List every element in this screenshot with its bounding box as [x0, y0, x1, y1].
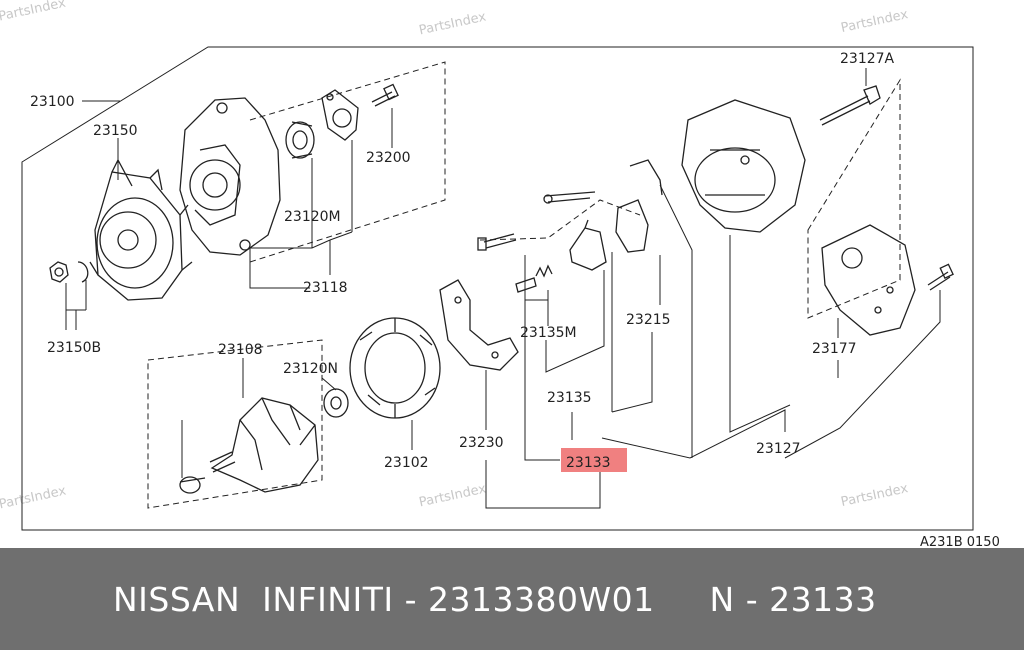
- front-screw-part: [371, 83, 399, 107]
- brush-spring-part: [515, 264, 553, 293]
- brush-screw-part: [477, 233, 517, 251]
- rear-cover-box: [807, 78, 901, 319]
- watermark-bottom-center: PartsIndex: [418, 482, 488, 511]
- watermark-top-center: PartsIndex: [418, 10, 488, 39]
- brush-holder-part: [569, 219, 607, 271]
- rotor-part: [179, 397, 319, 494]
- callout-23108: 23108: [218, 342, 263, 358]
- callout-23150B: 23150B: [47, 340, 101, 356]
- through-bolt-part: [819, 85, 881, 126]
- callout-23150: 23150: [93, 123, 138, 139]
- front-group-box: [249, 61, 446, 263]
- assembly-frame: [21, 46, 974, 531]
- callout-23135: 23135: [547, 390, 592, 406]
- bearing-retainer-part: [321, 89, 359, 141]
- callout-23177: 23177: [812, 341, 857, 357]
- part-number-caption: NISSAN INFINITI - 2313380W01 N - 23133: [113, 579, 877, 619]
- callout-23127A: 23127A: [840, 51, 895, 67]
- rectifier-part: [439, 279, 519, 371]
- pulley-fan-part: [89, 158, 193, 301]
- front-housing-part: [179, 97, 281, 256]
- callout-23230: 23230: [459, 435, 504, 451]
- callout-23215: 23215: [626, 312, 671, 328]
- callout-23100: 23100: [30, 94, 75, 110]
- terminal-part: [543, 191, 596, 204]
- callout-23120N: 23120N: [283, 361, 338, 377]
- callout-23102: 23102: [384, 455, 429, 471]
- alternator-exploded-diagram: PartsIndex PartsIndex PartsIndex PartsIn…: [0, 0, 1000, 548]
- cover-screw-part: [927, 263, 954, 291]
- front-bearing-part: [285, 121, 315, 159]
- brush-group-box: [479, 199, 641, 241]
- nut-washer-part: [49, 261, 89, 283]
- regulator-part: [615, 159, 663, 253]
- footer-bar: NISSAN INFINITI - 2313380W01 N - 23133: [0, 548, 1024, 650]
- watermark-bottom-right: PartsIndex: [840, 481, 910, 510]
- stator-part: [349, 317, 441, 419]
- watermark-top-right: PartsIndex: [840, 7, 910, 36]
- callout-23200: 23200: [366, 150, 411, 166]
- rear-housing-part: [681, 99, 806, 233]
- callout-23133: 23133: [566, 455, 611, 471]
- drawing-code: A231B 0150: [920, 535, 1000, 548]
- callout-23127: 23127: [756, 441, 801, 457]
- highlight-box: [561, 448, 627, 472]
- leader-lines: [65, 68, 941, 509]
- callout-23120M: 23120M: [284, 209, 341, 225]
- watermark-top-left: PartsIndex: [0, 0, 67, 24]
- rear-bearing-part: [323, 388, 349, 418]
- callout-23135M: 23135M: [520, 325, 577, 341]
- rotor-group-box: [147, 339, 323, 509]
- rear-cover-part: [821, 224, 916, 336]
- callout-23118: 23118: [303, 280, 348, 296]
- watermark-bottom-left: PartsIndex: [0, 484, 68, 513]
